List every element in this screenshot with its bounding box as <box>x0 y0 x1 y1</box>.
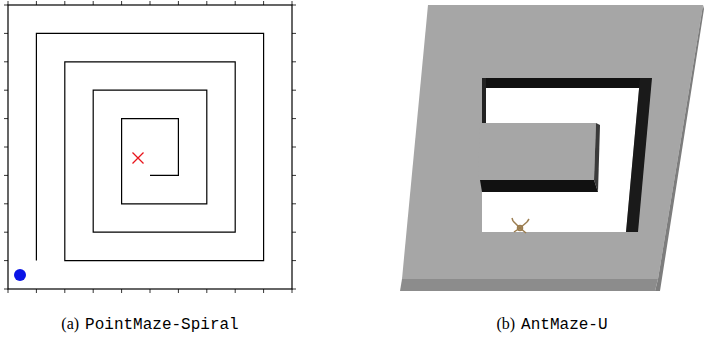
grid-tick <box>4 90 8 91</box>
grid-tick <box>292 203 296 204</box>
wall-face <box>482 78 640 88</box>
grid-tick <box>206 1 207 5</box>
wall-face <box>480 180 598 192</box>
grid-tick <box>4 61 8 62</box>
grid-tick <box>150 1 151 5</box>
grid-tick <box>292 232 296 233</box>
grid-tick <box>292 1 293 5</box>
grid-tick <box>4 147 8 148</box>
grid-tick <box>4 33 8 34</box>
grid-tick <box>292 33 296 34</box>
environment-name: AntMaze-U <box>521 316 607 334</box>
grid-tick <box>4 203 8 204</box>
grid-tick <box>121 1 122 5</box>
grid-tick <box>93 289 94 293</box>
grid-tick <box>178 289 179 293</box>
grid-tick <box>8 1 9 5</box>
environment-name: PointMaze-Spiral <box>85 316 239 334</box>
maze-border <box>8 5 292 289</box>
grid-tick <box>292 175 296 176</box>
subfigure-caption: (a) PointMaze-Spiral <box>61 314 238 335</box>
wall-face <box>594 123 600 192</box>
ant-maze-render <box>400 5 704 291</box>
maze-block <box>478 123 596 180</box>
grid-tick <box>4 118 8 119</box>
grid-tick <box>292 90 296 91</box>
grid-tick <box>263 1 264 5</box>
wall-face <box>626 78 652 232</box>
ant-robot <box>512 218 529 233</box>
grid-tick <box>36 1 37 5</box>
slab-side <box>655 5 704 291</box>
grid-tick <box>292 61 296 62</box>
grid-tick <box>4 175 8 176</box>
grid-tick <box>121 289 122 293</box>
subfigure-caption: (b) AntMaze-U <box>496 314 607 335</box>
grid-tick <box>64 1 65 5</box>
grid-tick <box>4 232 8 233</box>
subfigure-letter: (b) <box>496 315 515 332</box>
slab-front <box>400 279 658 291</box>
grid-tick <box>8 289 9 293</box>
grid-tick <box>4 5 8 6</box>
grid-tick <box>206 289 207 293</box>
grid-tick <box>292 147 296 148</box>
grid-tick <box>292 289 293 293</box>
grid-tick <box>64 289 65 293</box>
grid-tick <box>178 1 179 5</box>
grid-tick <box>4 260 8 261</box>
grid-tick <box>93 1 94 5</box>
agent-dot <box>14 269 26 281</box>
grid-tick <box>235 289 236 293</box>
grid-tick <box>36 289 37 293</box>
goal-marker <box>133 153 144 164</box>
subfigure-letter: (a) <box>61 315 79 332</box>
spiral-maze <box>4 1 296 293</box>
maze-slab <box>402 5 703 279</box>
grid-tick <box>263 289 264 293</box>
grid-tick <box>235 1 236 5</box>
maze-wall <box>36 33 263 260</box>
grid-tick <box>292 5 296 6</box>
grid-tick <box>292 289 296 290</box>
wall-face <box>482 78 486 123</box>
grid-tick <box>292 260 296 261</box>
grid-tick <box>150 289 151 293</box>
grid-tick <box>4 289 8 290</box>
grid-tick <box>292 118 296 119</box>
